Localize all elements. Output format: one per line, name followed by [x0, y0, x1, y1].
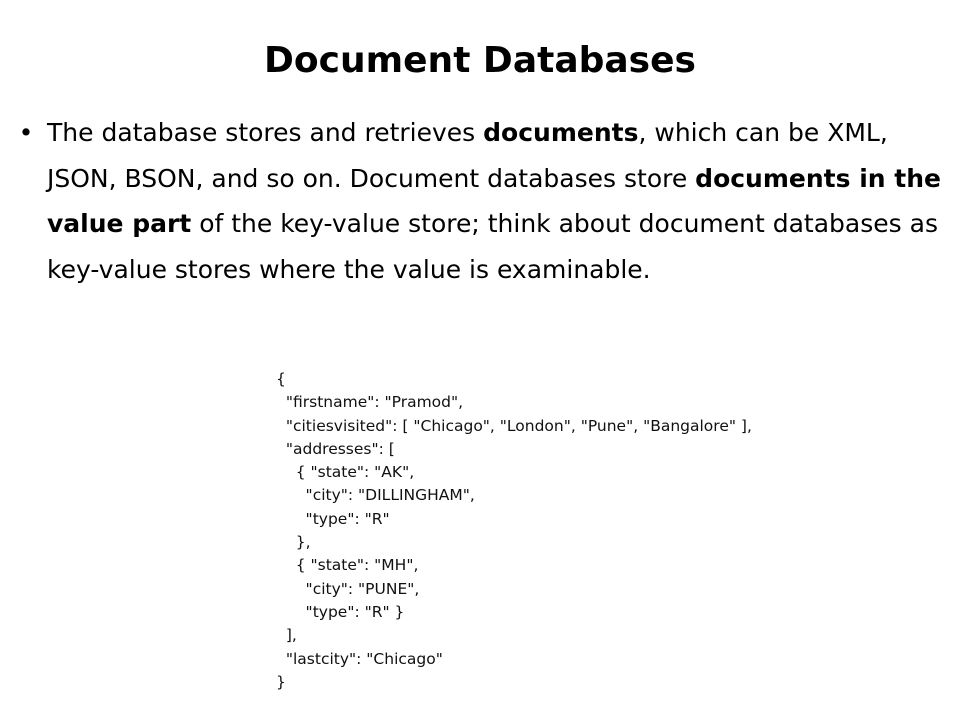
bullet-bold-value-part: documents in the value part [47, 163, 941, 239]
bullet-text-part-2: , which can be XML, JSON, BSON, and so o… [47, 118, 888, 193]
code-line: "type": "R" } [276, 602, 405, 621]
json-code-example: { "firstname": "Pramod", "citiesvisited"… [276, 368, 752, 694]
bullet-text: The database stores and retrieves docume… [47, 110, 944, 292]
bullet-icon: • [18, 118, 34, 147]
code-line: }, [276, 533, 311, 552]
code-line: ], [276, 626, 297, 645]
code-line: "firstname": "Pramod", [276, 393, 464, 412]
code-line: { [276, 370, 286, 388]
code-line: { "state": "AK", [276, 463, 415, 482]
bullet-text-part-3: of the key-value store; think about docu… [47, 209, 938, 284]
slide-title: Document Databases [264, 40, 696, 81]
code-line: "city": "DILLINGHAM", [276, 486, 475, 505]
code-line: "citiesvisited": [ "Chicago", "London", … [276, 416, 752, 435]
code-line: } [276, 672, 286, 691]
code-line: "addresses": [ [276, 439, 395, 458]
code-line: { "state": "MH", [276, 556, 419, 575]
bullet-point: • The database stores and retrieves docu… [14, 110, 944, 292]
code-line: "city": "PUNE", [276, 579, 420, 598]
bullet-bold-documents: documents [483, 118, 639, 147]
code-line: "type": "R" [276, 509, 390, 528]
bullet-text-part-1: The database stores and retrieves [47, 118, 484, 147]
code-line: "lastcity": "Chicago" [276, 649, 443, 668]
